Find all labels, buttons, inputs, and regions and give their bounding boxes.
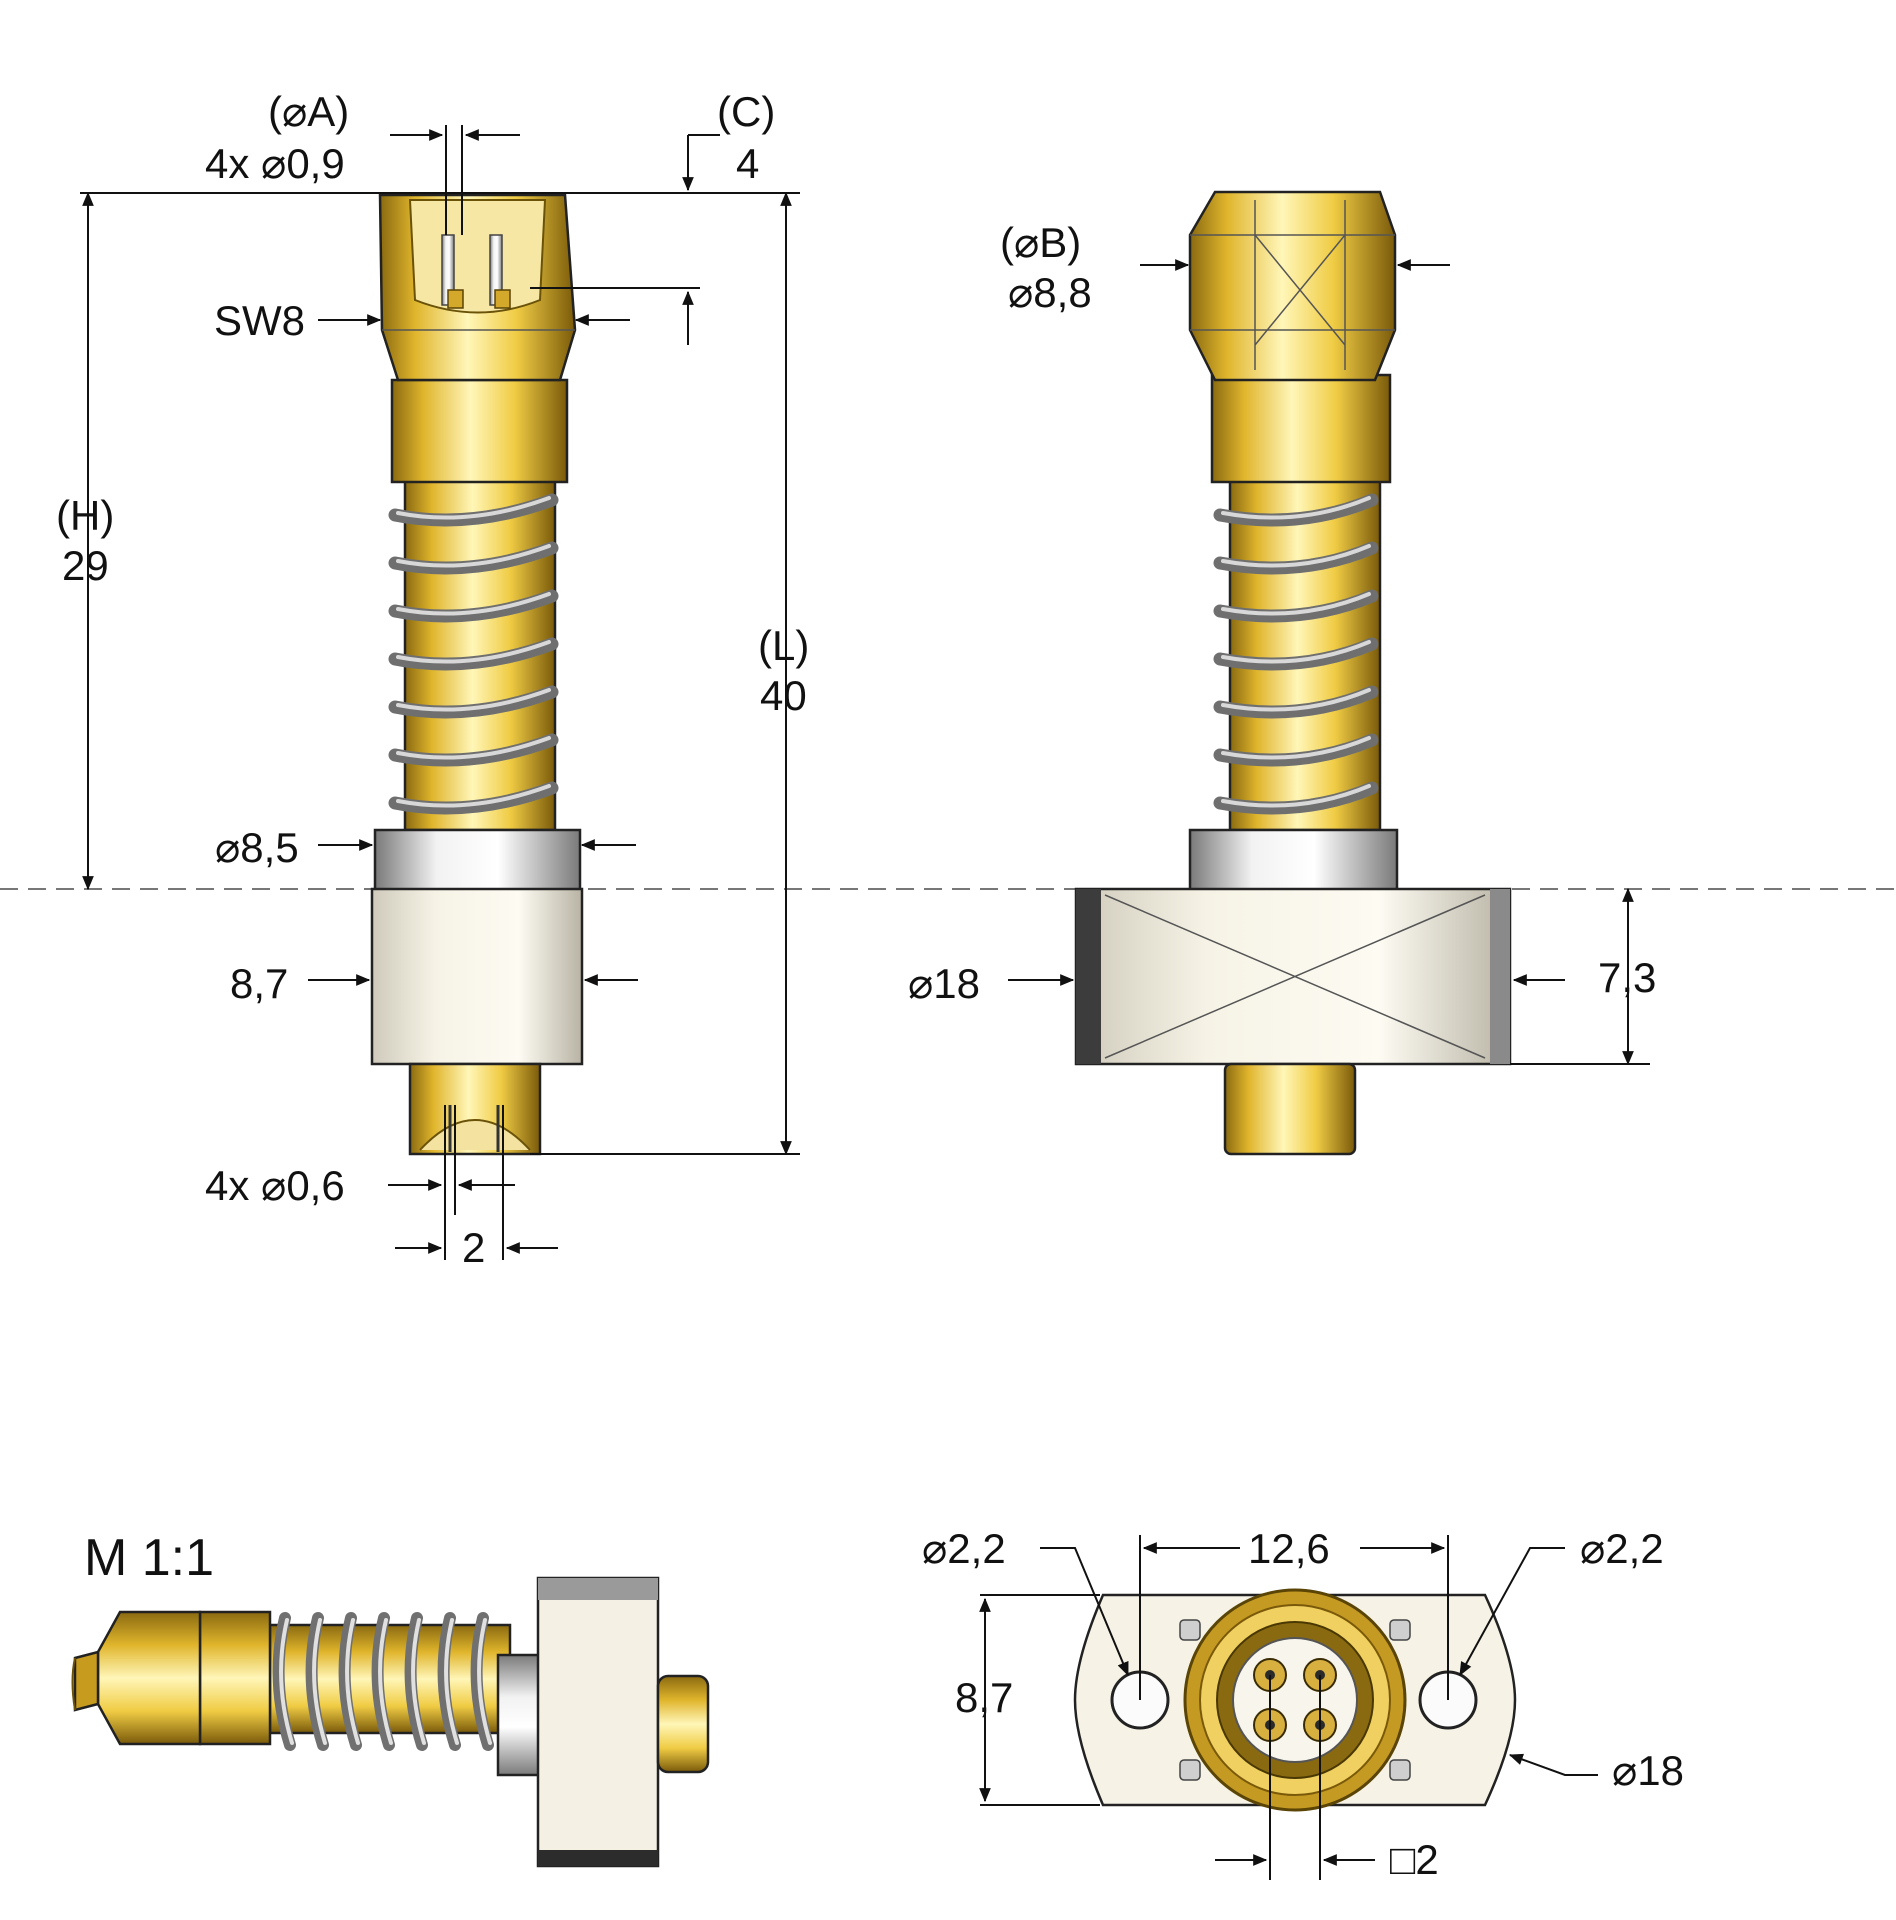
diameter-18-side: ⌀18 [908, 960, 980, 1007]
top-view-labels: ⌀2,2 ⌀2,2 12,6 8,7 ⌀18 □2 [922, 1525, 1684, 1883]
height-7-3: 7,3 [1598, 954, 1656, 1001]
hole-left-label: ⌀2,2 [922, 1525, 1006, 1572]
side-view-dimensions [1008, 259, 1650, 1066]
l-value: 40 [760, 672, 807, 719]
pitch-label: 2 [462, 1224, 485, 1271]
width-8-7-front: 8,7 [230, 960, 288, 1007]
top-view-dimensions [979, 1535, 1598, 1880]
c-value: 4 [736, 140, 759, 187]
flange-height-label: 8,7 [955, 1674, 1013, 1721]
pin-square-label: □2 [1390, 1836, 1439, 1883]
phi-a-label: (⌀A) [268, 88, 349, 135]
flange-diameter-label: ⌀18 [1612, 1747, 1684, 1794]
side-view-labels: (⌀B) ⌀8,8 ⌀18 7,3 [908, 219, 1656, 1007]
front-view [370, 193, 584, 1156]
phi-a-value: 4x ⌀0,9 [205, 140, 345, 187]
spring-coils [388, 493, 559, 815]
phi-b-value: ⌀8,8 [1008, 269, 1092, 316]
side-view [1074, 190, 1512, 1156]
front-view-labels: (⌀A) 4x ⌀0,9 (C) 4 SW8 (H) 29 (L) 40 ⌀8,… [56, 88, 809, 1271]
c-label: (C) [717, 88, 775, 135]
pins-bottom-label: 4x ⌀0,6 [205, 1162, 345, 1209]
l-label: (L) [758, 622, 809, 669]
phi-b-label: (⌀B) [1000, 219, 1081, 266]
isometric-view [71, 1576, 710, 1868]
diameter-8-5: ⌀8,5 [215, 824, 299, 871]
hole-spacing-label: 12,6 [1248, 1525, 1330, 1572]
h-label: (H) [56, 492, 114, 539]
top-view [1073, 1588, 1517, 1812]
h-value: 29 [62, 542, 109, 589]
hole-right-label: ⌀2,2 [1580, 1525, 1664, 1572]
front-view-dimensions [80, 125, 800, 1260]
scale-label: M 1:1 [84, 1529, 214, 1587]
sw-label: SW8 [214, 297, 305, 344]
